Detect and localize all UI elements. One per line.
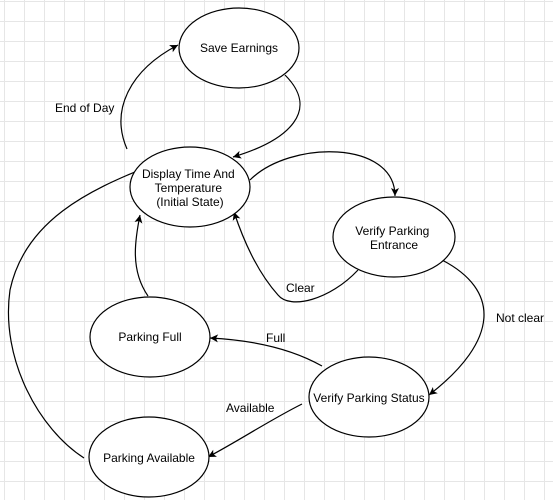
node-display-time-shape[interactable] bbox=[129, 146, 251, 228]
edge-display-to-verify-entrance bbox=[249, 151, 399, 197]
edge-label-clear: Clear bbox=[286, 281, 315, 295]
node-verify-entrance-label: Verify Parking Entrance bbox=[355, 224, 432, 252]
node-parking-available-label: Parking Available bbox=[103, 451, 195, 465]
edge-label-not-clear: Not clear bbox=[496, 311, 544, 325]
node-parking-full-shape[interactable] bbox=[89, 296, 211, 378]
node-parking-available-shape[interactable] bbox=[88, 416, 210, 498]
edge-full-to-display bbox=[134, 214, 149, 297]
node-save-earnings-shape[interactable] bbox=[178, 7, 300, 89]
edge-label-end-of-day: End of Day bbox=[55, 101, 114, 115]
edge-end-of-day bbox=[120, 44, 179, 150]
edge-full bbox=[209, 334, 323, 367]
node-verify-entrance-shape[interactable] bbox=[332, 196, 456, 278]
node-save-earnings-label: Save Earnings bbox=[200, 41, 278, 55]
edge-clear bbox=[232, 211, 359, 303]
edge-available bbox=[207, 403, 303, 458]
edge-save-to-display bbox=[232, 74, 301, 159]
node-parking-full-label: Parking Full bbox=[118, 330, 181, 344]
edge-not-clear bbox=[428, 259, 485, 396]
node-display-time-label: Display Time And Temperature (Initial St… bbox=[142, 167, 238, 209]
node-verify-status-label: Verify Parking Status bbox=[313, 391, 424, 405]
edge-available-to-display bbox=[7, 166, 148, 459]
edge-label-full: Full bbox=[266, 331, 285, 345]
node-verify-status-shape[interactable] bbox=[308, 356, 430, 438]
edge-label-available: Available bbox=[226, 401, 275, 415]
